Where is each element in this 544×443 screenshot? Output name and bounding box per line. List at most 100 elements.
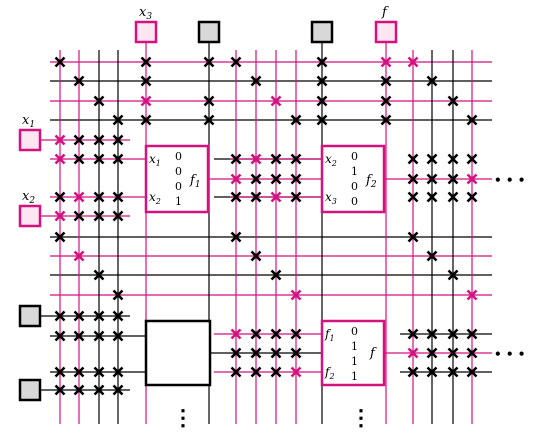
switch-mark[interactable] xyxy=(54,210,66,222)
switch-mark[interactable] xyxy=(466,328,478,340)
switch-mark[interactable] xyxy=(54,330,66,342)
switch-mark[interactable] xyxy=(73,153,85,165)
switch-mark[interactable] xyxy=(447,328,459,340)
io-pin-top-unused-2[interactable] xyxy=(310,20,334,44)
switch-mark[interactable] xyxy=(270,191,282,203)
switch-mark[interactable] xyxy=(466,153,478,165)
switch-mark[interactable] xyxy=(73,310,85,322)
switch-mark[interactable] xyxy=(270,269,282,281)
io-pin-top-f[interactable] xyxy=(374,20,398,44)
switch-mark[interactable] xyxy=(93,384,105,396)
switch-mark[interactable] xyxy=(270,328,282,340)
switch-mark[interactable] xyxy=(54,153,66,165)
switch-mark[interactable] xyxy=(203,95,215,107)
switch-mark[interactable] xyxy=(140,95,152,107)
switch-mark[interactable] xyxy=(93,95,105,107)
switch-mark[interactable] xyxy=(447,191,459,203)
switch-mark[interactable] xyxy=(250,173,262,185)
switch-mark[interactable] xyxy=(250,366,262,378)
switch-mark[interactable] xyxy=(140,56,152,68)
logic-block-lut1[interactable]: x1 x2 0 0 0 1 f1 xyxy=(144,144,210,214)
switch-mark[interactable] xyxy=(112,384,124,396)
logic-block-lut2[interactable]: x2 x3 0 1 0 0 f2 xyxy=(320,144,386,214)
switch-mark[interactable] xyxy=(230,56,242,68)
switch-mark[interactable] xyxy=(93,210,105,222)
switch-mark[interactable] xyxy=(407,153,419,165)
switch-mark[interactable] xyxy=(380,56,392,68)
switch-mark[interactable] xyxy=(270,95,282,107)
switch-mark[interactable] xyxy=(230,328,242,340)
io-pin-left-x1[interactable] xyxy=(18,128,42,152)
switch-mark[interactable] xyxy=(290,328,302,340)
switch-mark[interactable] xyxy=(426,250,438,262)
switch-mark[interactable] xyxy=(112,310,124,322)
switch-mark[interactable] xyxy=(54,384,66,396)
switch-mark[interactable] xyxy=(112,114,124,126)
switch-mark[interactable] xyxy=(407,347,419,359)
switch-mark[interactable] xyxy=(466,114,478,126)
switch-mark[interactable] xyxy=(73,75,85,87)
switch-mark[interactable] xyxy=(426,191,438,203)
switch-mark[interactable] xyxy=(316,75,328,87)
switch-mark[interactable] xyxy=(54,231,66,243)
switch-mark[interactable] xyxy=(112,134,124,146)
switch-mark[interactable] xyxy=(447,366,459,378)
switch-mark[interactable] xyxy=(93,310,105,322)
switch-mark[interactable] xyxy=(290,173,302,185)
switch-mark[interactable] xyxy=(407,328,419,340)
switch-mark[interactable] xyxy=(230,173,242,185)
switch-mark[interactable] xyxy=(270,153,282,165)
switch-mark[interactable] xyxy=(270,366,282,378)
switch-mark[interactable] xyxy=(230,191,242,203)
switch-mark[interactable] xyxy=(93,330,105,342)
switch-mark[interactable] xyxy=(426,153,438,165)
switch-mark[interactable] xyxy=(407,173,419,185)
switch-mark[interactable] xyxy=(140,75,152,87)
switch-mark[interactable] xyxy=(230,153,242,165)
switch-mark[interactable] xyxy=(316,114,328,126)
switch-mark[interactable] xyxy=(250,153,262,165)
switch-mark[interactable] xyxy=(290,347,302,359)
switch-mark[interactable] xyxy=(316,95,328,107)
switch-mark[interactable] xyxy=(426,328,438,340)
switch-mark[interactable] xyxy=(73,134,85,146)
switch-mark[interactable] xyxy=(290,153,302,165)
logic-block-lut3[interactable]: f1 f2 0 1 1 1 f xyxy=(320,319,386,387)
switch-mark[interactable] xyxy=(112,366,124,378)
switch-mark[interactable] xyxy=(250,328,262,340)
switch-mark[interactable] xyxy=(426,75,438,87)
switch-mark[interactable] xyxy=(73,366,85,378)
switch-mark[interactable] xyxy=(250,75,262,87)
switch-mark[interactable] xyxy=(447,153,459,165)
switch-mark[interactable] xyxy=(112,153,124,165)
switch-mark[interactable] xyxy=(466,366,478,378)
switch-mark[interactable] xyxy=(93,269,105,281)
switch-mark[interactable] xyxy=(447,95,459,107)
switch-mark[interactable] xyxy=(73,384,85,396)
switch-mark[interactable] xyxy=(426,347,438,359)
switch-mark[interactable] xyxy=(73,250,85,262)
switch-mark[interactable] xyxy=(426,366,438,378)
switch-mark[interactable] xyxy=(54,310,66,322)
switch-mark[interactable] xyxy=(316,56,328,68)
io-pin-top-x3[interactable] xyxy=(134,20,158,44)
switch-mark[interactable] xyxy=(230,231,242,243)
switch-mark[interactable] xyxy=(93,191,105,203)
switch-mark[interactable] xyxy=(250,191,262,203)
switch-mark[interactable] xyxy=(407,231,419,243)
switch-mark[interactable] xyxy=(140,114,152,126)
switch-mark[interactable] xyxy=(112,289,124,301)
switch-mark[interactable] xyxy=(54,56,66,68)
io-pin-left-x2[interactable] xyxy=(18,204,42,228)
switch-mark[interactable] xyxy=(250,250,262,262)
switch-mark[interactable] xyxy=(73,191,85,203)
switch-mark[interactable] xyxy=(73,330,85,342)
switch-mark[interactable] xyxy=(112,330,124,342)
switch-mark[interactable] xyxy=(407,56,419,68)
logic-block-unused[interactable] xyxy=(144,319,212,387)
io-pin-top-unused-1[interactable] xyxy=(197,20,221,44)
switch-mark[interactable] xyxy=(447,269,459,281)
switch-mark[interactable] xyxy=(250,347,262,359)
switch-mark[interactable] xyxy=(54,134,66,146)
switch-mark[interactable] xyxy=(93,366,105,378)
